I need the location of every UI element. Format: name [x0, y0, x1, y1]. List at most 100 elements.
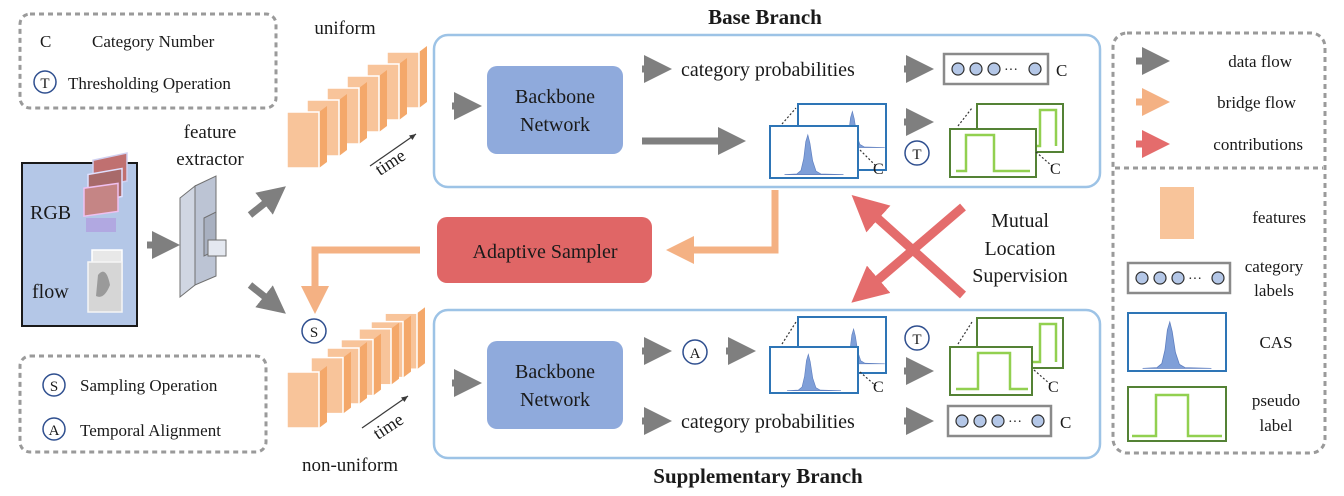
legend-feature-swatch: [1160, 187, 1194, 239]
base-vector-c: C: [1056, 61, 1067, 80]
nonuniform-feature-frame-side: [319, 366, 327, 428]
legend-category-labels-2: labels: [1254, 281, 1294, 300]
mutual-line1: Mutual: [991, 210, 1049, 232]
uniform-feature-frame-side: [419, 46, 427, 108]
arrow-extractor-nonuniform: [247, 282, 286, 314]
supp-pseudo-stack: [949, 317, 1064, 396]
legend-cas: CAS: [1259, 333, 1292, 352]
legend-align-text: Temporal Alignment: [80, 421, 221, 440]
base-cas-c: C: [873, 161, 884, 178]
svg-text:···: ···: [1008, 415, 1022, 430]
svg-text:···: ···: [1004, 63, 1018, 78]
supp-backbone-box: [487, 341, 623, 429]
mutual-line3: Supervision: [972, 265, 1068, 287]
base-branch-box: [432, 33, 1102, 189]
mutual-line2: Location: [984, 238, 1055, 260]
input-video: RGB flow: [21, 152, 138, 327]
feature-extractor-icon: [179, 175, 227, 299]
flow-label: flow: [32, 281, 69, 303]
arrow-extractor-uniform: [247, 186, 286, 218]
legend-contributions: contributions: [1213, 135, 1303, 154]
bridge-sampler-to-sampling: [301, 246, 420, 314]
contribution-to-supp: [851, 203, 966, 303]
sampling-op-icon: [301, 318, 327, 344]
adaptive-sampler-label: Adaptive Sampler: [473, 241, 618, 263]
base-branch-title: Base Branch: [708, 5, 822, 29]
legend-box-bottom: [18, 354, 268, 454]
legend-features: features: [1252, 208, 1306, 227]
supp-backbone-line2: Network: [520, 389, 590, 411]
supp-branch-title: Supplementary Branch: [653, 464, 863, 488]
base-backbone-line1: Backbone: [515, 86, 595, 108]
legend-symbols-bottom: S Sampling Operation A Temporal Alignmen…: [18, 354, 268, 454]
legend-pseudo-2: label: [1259, 416, 1292, 435]
legend-right-box: [1111, 31, 1327, 455]
nonuniform-feature-frame-side: [373, 333, 381, 396]
adaptive-sampler-box: [437, 217, 652, 283]
uniform-time-axis: [369, 133, 417, 167]
supp-cas-stack: [769, 316, 887, 394]
base-threshold-icon: [904, 140, 930, 166]
nonuniform-feature-frame-side: [391, 322, 399, 385]
legend-threshold-letter: T: [40, 76, 49, 92]
base-category-vector: ···: [942, 52, 1050, 86]
nonuniform-time-axis: [361, 395, 409, 429]
nonuniform-feature-frame-side: [403, 315, 411, 378]
uniform-feature-frame-side: [319, 106, 327, 168]
nonuniform-feature-frame: [286, 371, 320, 429]
legend-align-letter: A: [49, 423, 60, 439]
legend-sampling-letter: S: [50, 379, 58, 395]
uniform-feature-frame: [286, 111, 320, 169]
nonuniform-feature-frame-side: [359, 342, 367, 404]
supp-branch-box: [432, 308, 1102, 460]
legend-sampling-text: Sampling Operation: [80, 376, 218, 395]
base-cas-stack: [769, 103, 887, 179]
uniform-feature-frame-side: [359, 82, 367, 144]
supp-align-letter: A: [690, 346, 701, 362]
svg-text:···: ···: [1188, 272, 1202, 287]
uniform-feature-frame-side: [339, 94, 347, 156]
extractor-label-2: extractor: [176, 149, 244, 170]
nonuniform-features-stack: [286, 307, 425, 429]
supp-threshold-letter: T: [912, 332, 921, 348]
supp-cas-c: C: [873, 379, 884, 396]
supp-probs-label: category probabilities: [681, 411, 855, 433]
uniform-feature-frame-side: [399, 58, 407, 120]
nonuniform-feature-frame-side: [417, 307, 425, 370]
sampling-op-letter: S: [310, 325, 318, 341]
legend-pseudo-1: pseudo: [1252, 391, 1300, 410]
supp-pseudo-c: C: [1048, 379, 1059, 396]
uniform-time-label: time: [371, 145, 409, 179]
base-threshold-letter: T: [912, 147, 921, 163]
base-backbone-box: [487, 66, 623, 154]
nonuniform-label: non-uniform: [302, 455, 398, 476]
legend-box-top: [18, 12, 278, 110]
bridge-base-to-sampler: [666, 190, 779, 264]
extractor-label-1: feature: [184, 122, 237, 143]
base-pseudo-stack: [949, 103, 1064, 178]
nonuniform-time-label: time: [369, 409, 407, 443]
supp-threshold-icon: [904, 325, 930, 351]
supp-category-vector: ···: [946, 404, 1053, 438]
base-pseudo-c: C: [1050, 161, 1061, 178]
base-probs-label: category probabilities: [681, 59, 855, 81]
supp-align-icon: [682, 339, 708, 365]
legend-category-letter: C: [40, 32, 51, 51]
rgb-frames-icon: [83, 152, 128, 232]
supp-backbone-line1: Backbone: [515, 361, 595, 383]
rgb-label: RGB: [30, 202, 71, 224]
legend-threshold-text: Thresholding Operation: [68, 74, 231, 93]
base-backbone-line2: Network: [520, 114, 590, 136]
uniform-features-stack: [286, 46, 427, 169]
legend-symbols-top: C Category Number T Thresholding Operati…: [18, 12, 278, 110]
sampling-circle-icon: [42, 373, 66, 397]
threshold-circle-icon: [33, 70, 57, 94]
uniform-label: uniform: [314, 18, 375, 39]
legend-bridge-flow: bridge flow: [1217, 93, 1297, 112]
flow-frames-icon: [87, 249, 123, 313]
legend-right: data flow bridge flow contributions feat…: [1111, 31, 1327, 455]
align-circle-icon: [42, 417, 66, 441]
supp-vector-c: C: [1060, 413, 1071, 432]
